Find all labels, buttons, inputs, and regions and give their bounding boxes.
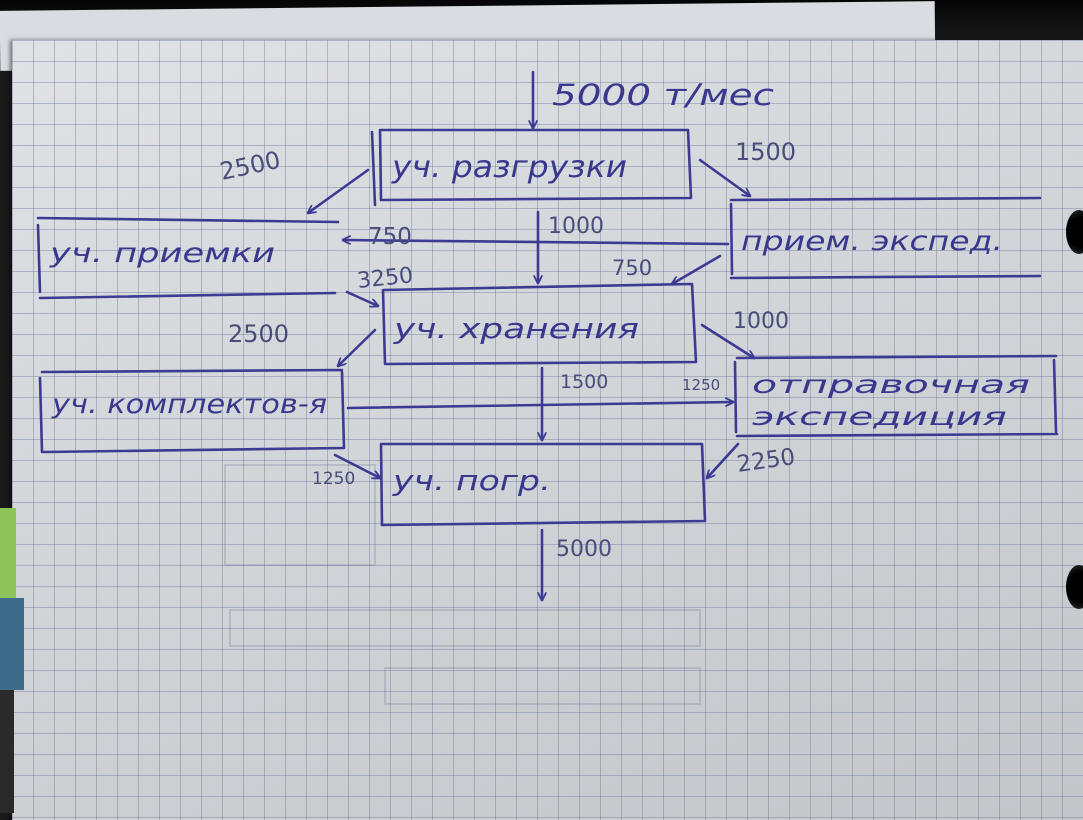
arrow-unloading-to-acceptance [308,168,370,213]
node-reception-expedition: прием. экспед. [729,196,1042,280]
flow-label-storage-to-loading: 1500 [560,371,608,393]
arrow-reception-to-storage [672,254,722,284]
arrow-unloading-to-reception [698,158,750,196]
node-dispatch-label-2: экспедиция [752,402,1007,431]
flow-label-unloading-to-storage: 1000 [548,214,604,239]
flow-label-dispatch-to-loading: 2250 [735,444,797,478]
node-dispatch-label-1: отправочная [752,370,1030,399]
flow-label-acceptance-to-storage: 3250 [356,263,414,294]
node-unloading: уч. разгрузки [370,128,693,207]
node-dispatch-expedition: отправочная экспедиция [733,354,1059,438]
node-picking-label: уч. комплектов-я [51,389,327,420]
bleed-through-marks [224,464,701,705]
node-storage-label: уч. хранения [393,312,639,345]
node-reception-expedition-label: прием. экспед. [741,226,1003,257]
node-storage: уч. хранения [381,282,698,366]
node-picking: уч. комплектов-я [38,368,346,454]
binder-hole [1066,565,1083,609]
index-tab-dark [0,690,14,813]
flow-labels: 5000 т/мес 2500 1500 750 1000 750 3250 2… [217,78,796,562]
node-acceptance: уч. приемки [36,216,340,300]
node-acceptance-label: уч. приемки [49,238,275,269]
index-tab-blue [0,598,24,690]
index-tab-green [0,508,16,598]
node-unloading-label: уч. разгрузки [391,150,627,185]
arrow-storage-to-dispatch [700,323,754,358]
flow-label-picking-to-loading: 1250 [312,469,355,489]
flow-label-storage-to-dispatch: 1000 [733,309,789,334]
arrow-picking-to-loading [333,453,380,478]
flow-label-picking-to-dispatch: 1250 [682,376,720,394]
flow-label-unloading-to-acceptance: 2500 [217,146,283,186]
arrow-storage-to-picking [338,328,377,366]
arrow-reception-to-acceptance [341,240,730,246]
notebook-page [12,40,1083,820]
arrow-dispatch-to-loading [707,442,740,478]
node-loading-label: уч. погр. [392,464,551,497]
flow-label-unloading-to-reception: 1500 [735,138,796,166]
flow-label-storage-to-picking: 2500 [228,320,289,348]
flow-arrows [308,70,754,602]
flow-label-input: 5000 т/мес [552,78,774,112]
node-loading: уч. погр. [379,442,707,527]
flow-label-reception-to-acceptance: 750 [368,224,412,250]
arrow-picking-to-dispatch [346,402,735,410]
flow-label-reception-to-storage: 750 [612,256,652,280]
flow-label-output: 5000 [556,537,612,562]
arrow-acceptance-to-storage [345,290,378,306]
binder-hole [1066,210,1083,254]
